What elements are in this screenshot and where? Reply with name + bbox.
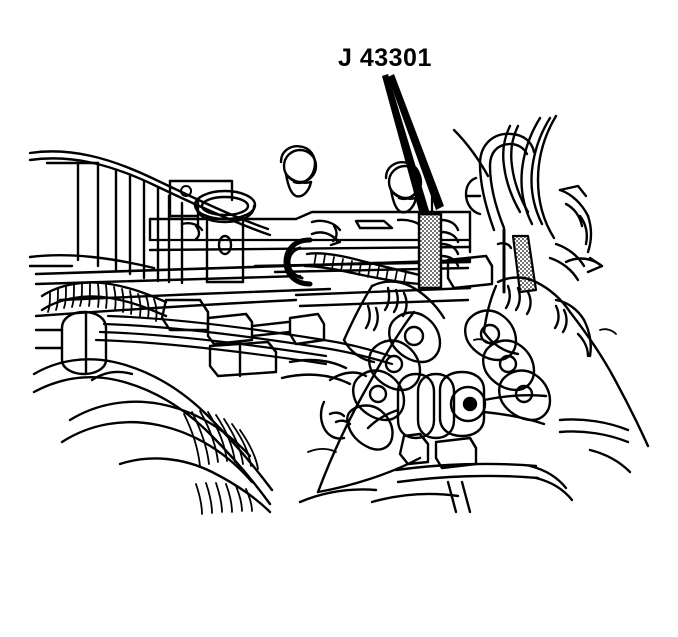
cable-bundle	[502, 114, 558, 240]
left-hand	[316, 280, 446, 494]
callout-label: J 43301	[338, 44, 432, 72]
right-side-plates	[446, 184, 593, 290]
hose-clamp	[283, 231, 422, 287]
callout-leader	[382, 74, 444, 215]
spark-plug-boot-right	[384, 161, 423, 214]
lower-frame-rails	[298, 418, 632, 514]
radiator-shroud-fins	[28, 150, 272, 285]
upper-right-hose	[452, 128, 536, 232]
mid-engine-plates	[208, 340, 352, 386]
detail-tick-marks	[307, 328, 617, 453]
spark-plug-boot-left	[279, 145, 318, 198]
right-hand	[464, 256, 650, 448]
hose-shading	[183, 410, 259, 515]
